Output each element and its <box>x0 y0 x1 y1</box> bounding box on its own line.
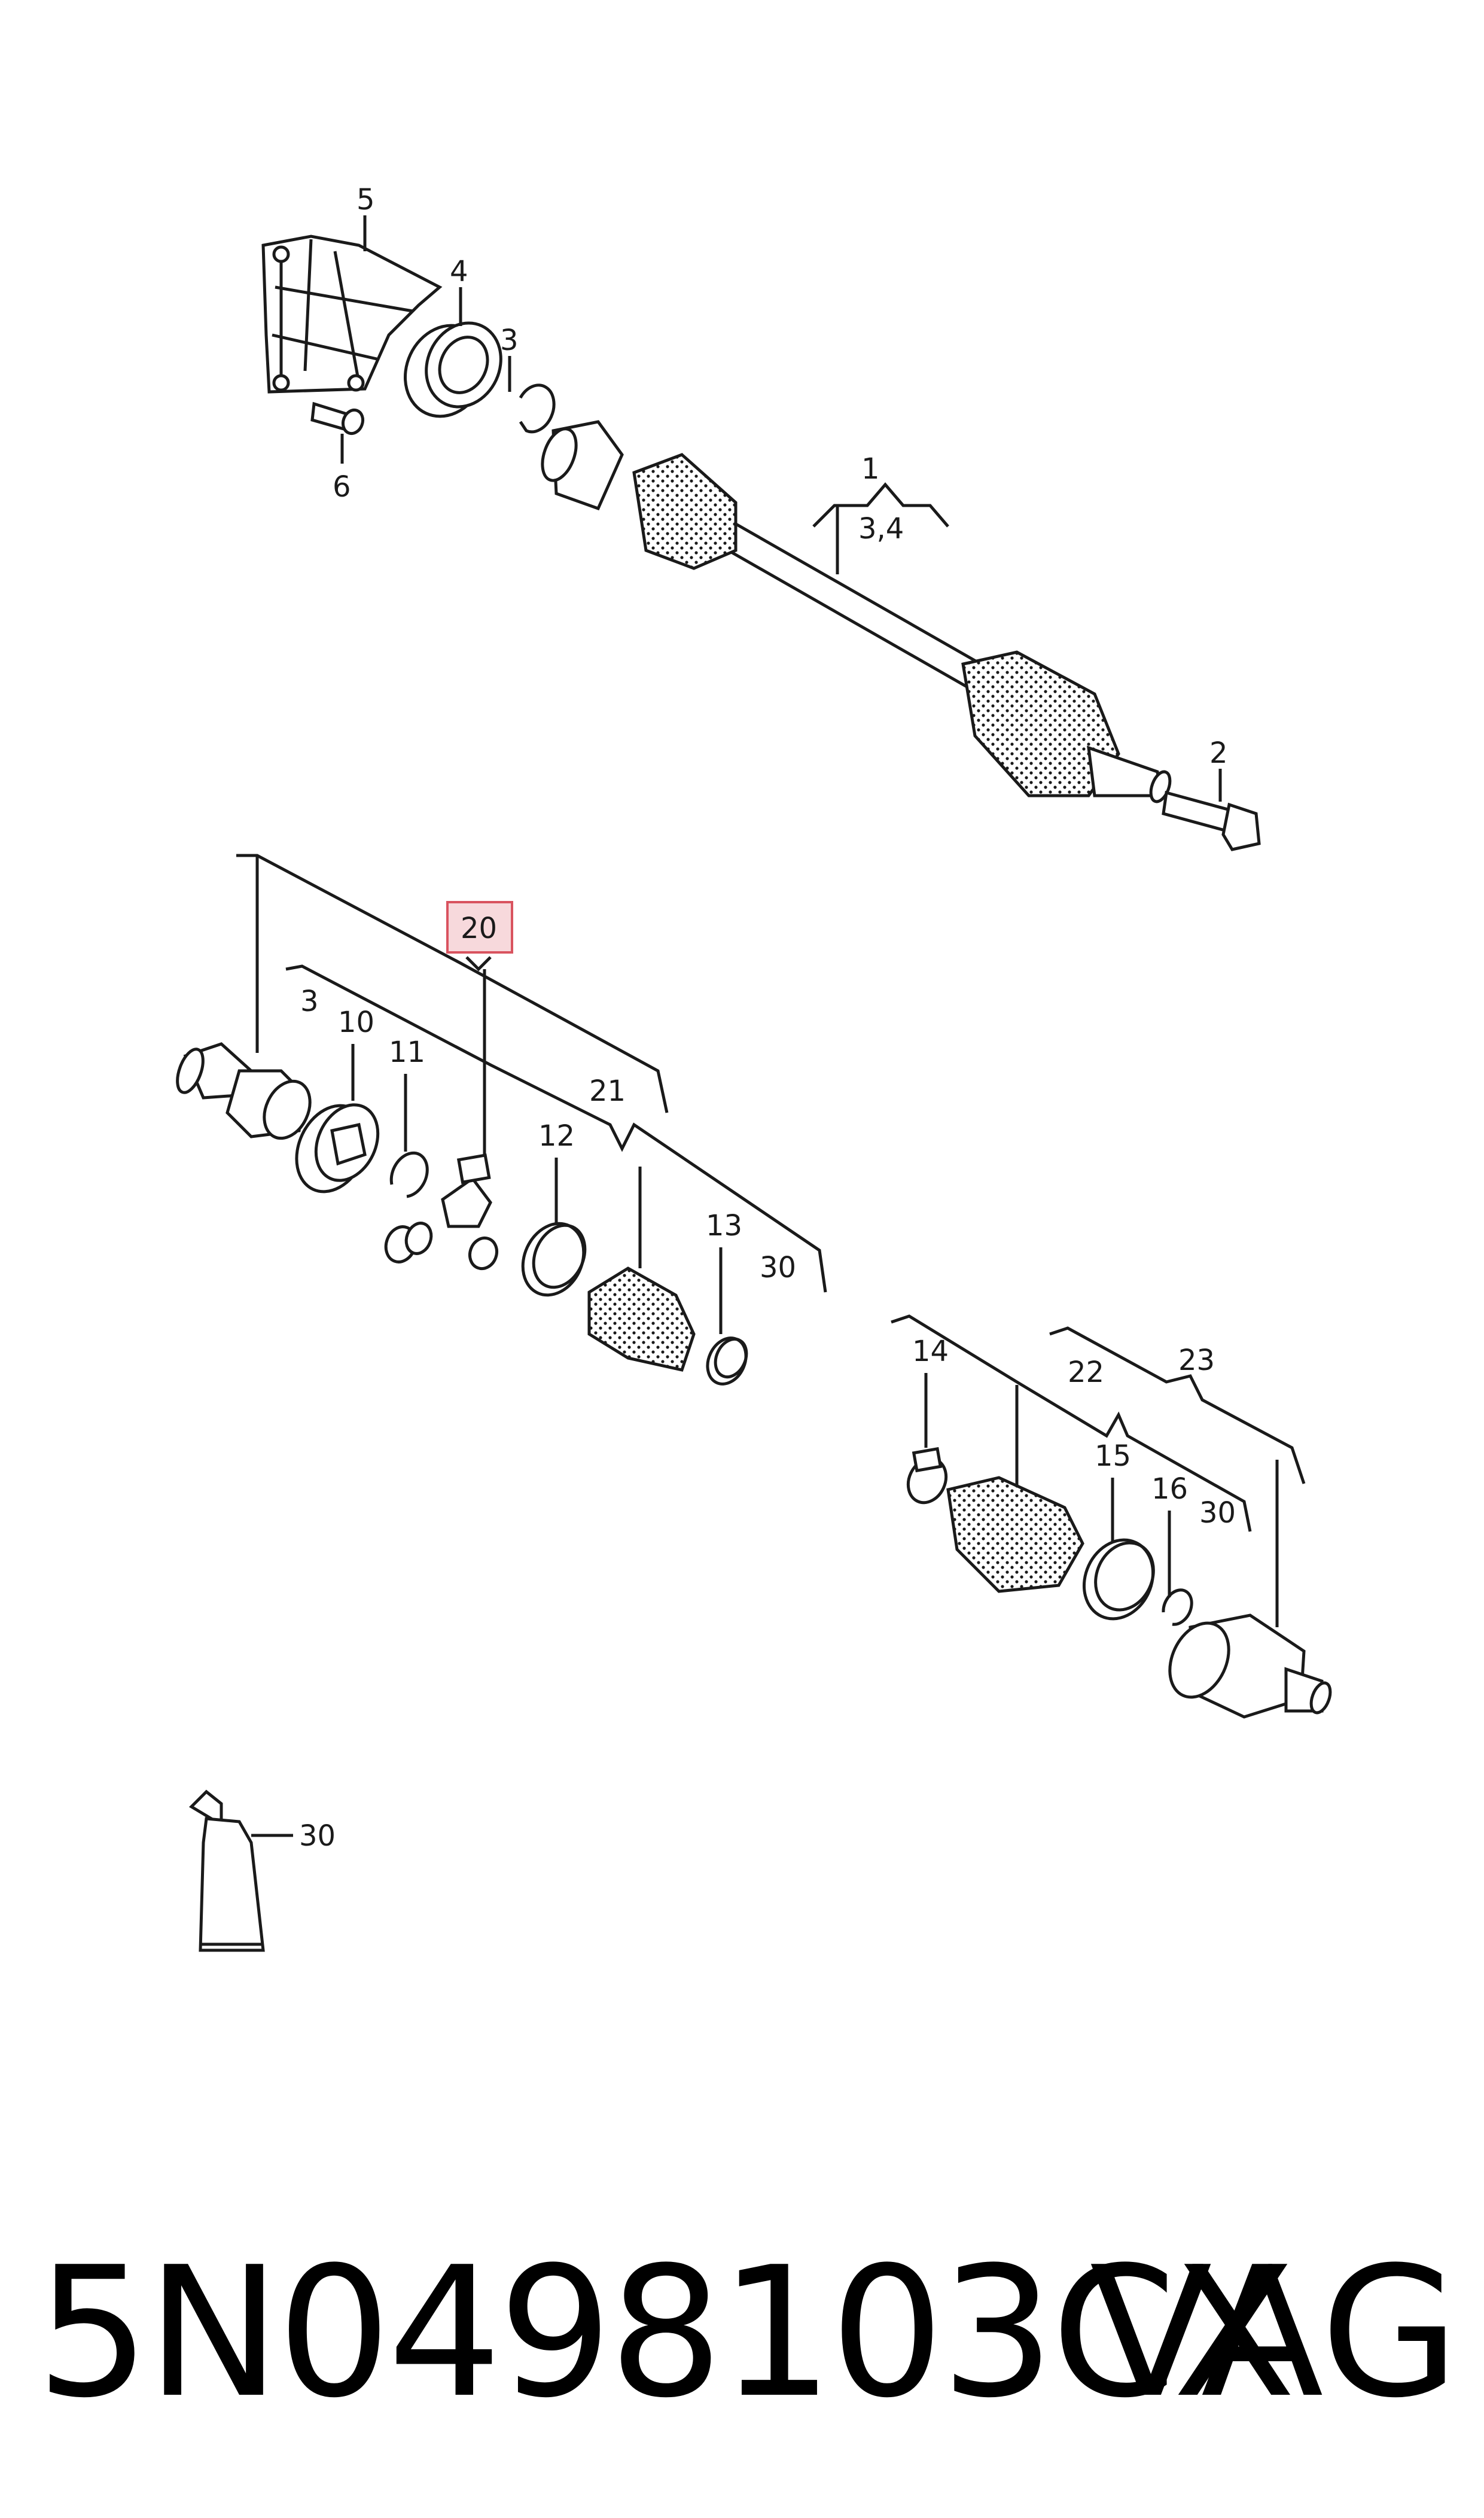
tripod-spider-part-10 <box>295 1103 380 1193</box>
callout-4: 4 <box>450 255 468 288</box>
callout-13: 13 <box>706 1209 742 1243</box>
clamp-part-15 <box>1082 1538 1155 1621</box>
inner-boot <box>587 1266 696 1372</box>
callout-20: 20 <box>461 912 497 945</box>
part-number-caption: 5N0498103CX VAG <box>36 2213 1459 2453</box>
clamp-part-14 <box>906 1447 948 1505</box>
circlip-part-11 <box>389 1151 429 1198</box>
callout-6: 6 <box>333 470 351 504</box>
callout-16: 16 <box>1151 1472 1188 1506</box>
callout-3-top: 3 <box>500 324 519 357</box>
inner-joint-housing <box>176 1042 312 1140</box>
callout-30-mid: 30 <box>760 1251 796 1284</box>
callout-30-grease: 30 <box>299 1819 336 1853</box>
part-number: 5N0498103CX <box>36 2228 1296 2437</box>
grease-tube-part-30 <box>188 1789 265 1952</box>
callout-1-sub: 3,4 <box>858 512 904 546</box>
circlip-part-3-top <box>519 383 556 434</box>
callout-10: 10 <box>338 1006 374 1039</box>
callout-2: 2 <box>1209 736 1228 770</box>
bearing-bracket-part-5 <box>261 235 443 394</box>
callout-3-mid: 3 <box>300 985 319 1018</box>
callout-22: 22 <box>1068 1356 1104 1389</box>
callout-15: 15 <box>1095 1439 1131 1473</box>
callout-20-highlight <box>446 901 513 954</box>
outer-joint-part-23 <box>1168 1613 1332 1719</box>
bearing-ring-part-4 <box>403 321 502 418</box>
callout-5: 5 <box>356 183 375 217</box>
bolt-part-6 <box>310 401 365 436</box>
drive-shaft-part-1 <box>541 420 1172 803</box>
callout-1: 1 <box>861 452 880 486</box>
circlip-part-16 <box>1162 1588 1193 1626</box>
callout-11: 11 <box>389 1036 425 1069</box>
callout-21: 21 <box>589 1074 626 1108</box>
bolt-part-2 <box>1162 790 1261 851</box>
tripod-roller <box>384 1153 499 1271</box>
callout-14: 14 <box>912 1335 949 1368</box>
clamp-part-12 <box>521 1222 587 1297</box>
callout-30-right: 30 <box>1199 1496 1236 1530</box>
clamp-part-13 <box>706 1336 748 1386</box>
brand-name: VAG <box>1089 2228 1459 2437</box>
callout-12: 12 <box>538 1119 575 1153</box>
callout-23: 23 <box>1178 1344 1215 1377</box>
outer-boot <box>946 1476 1084 1593</box>
